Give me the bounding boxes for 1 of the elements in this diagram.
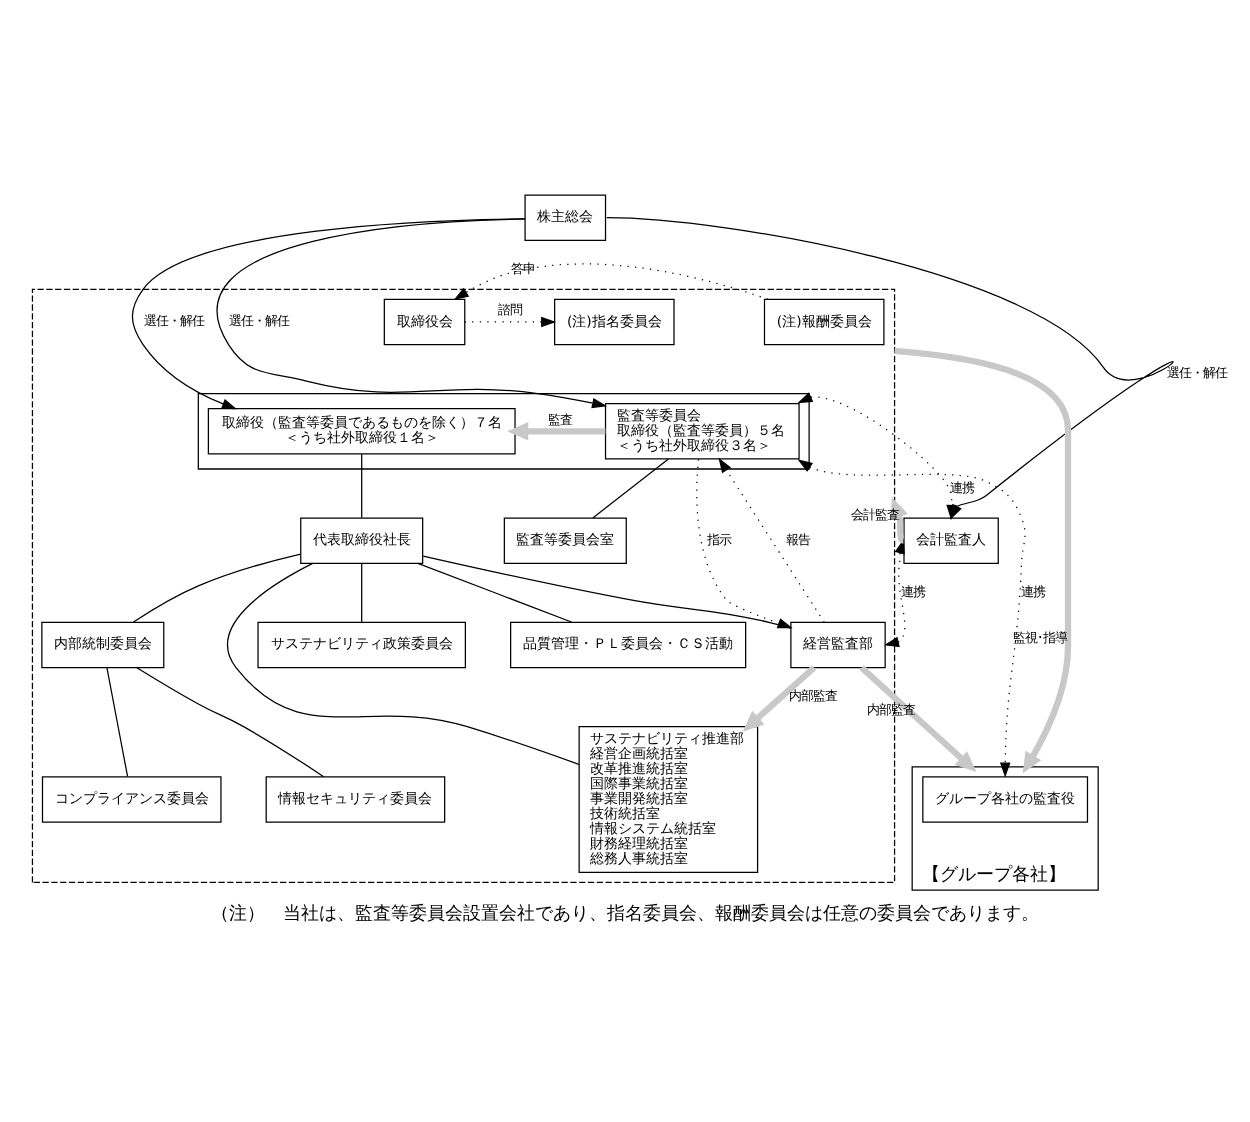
caption: （注） 当社は、監査等委員会設置会社であり、指名委員会、報酬委員会は任意の委員会であります。 xyxy=(211,904,1039,925)
